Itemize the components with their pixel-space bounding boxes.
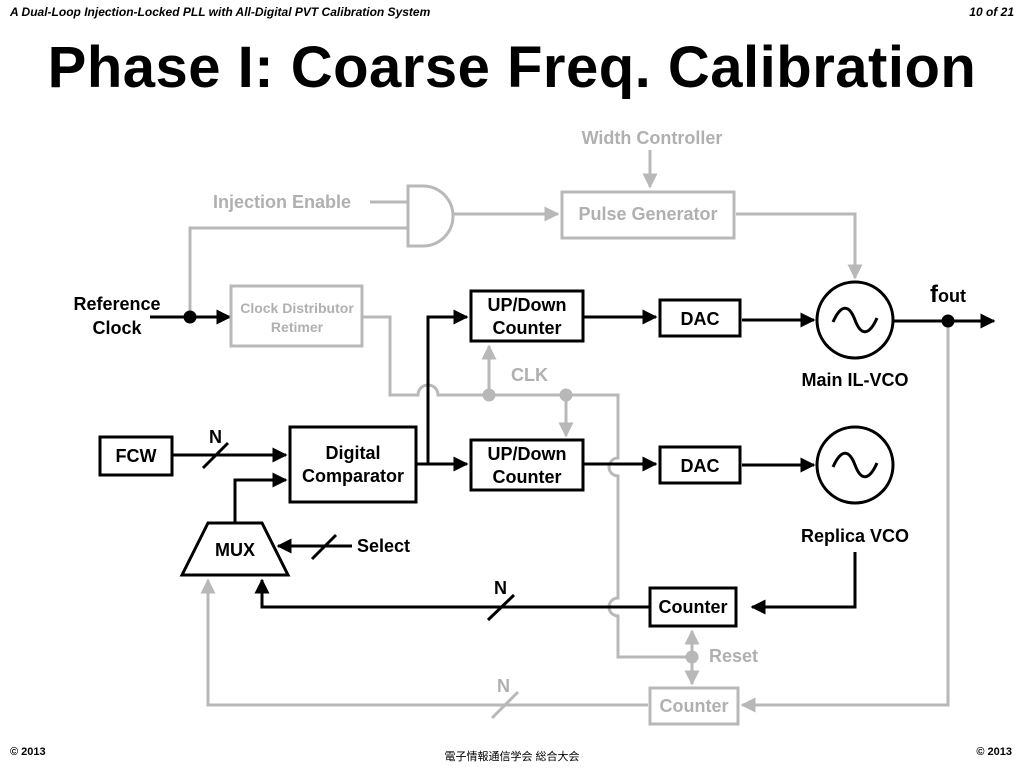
- wire-gray-counter-to-mux: [200, 578, 648, 707]
- wire-comp-to-top-counter: [416, 309, 469, 466]
- reference-clock-label-1: Reference: [73, 294, 160, 314]
- counter-gray-block: [648, 686, 740, 726]
- junction-reset: [685, 650, 699, 664]
- header-title: A Dual-Loop Injection-Locked PLL with Al…: [10, 5, 431, 19]
- mux-label: MUX: [215, 540, 255, 560]
- updown-counter-top-label-1: UP/Down: [488, 295, 567, 315]
- updown-counter-bottom-label-1: UP/Down: [488, 444, 567, 464]
- clock-distributor-label-2: Retimer: [271, 319, 324, 335]
- footer-conference: 電子情報通信学会 総合大会: [444, 751, 580, 763]
- fout-label: fout: [930, 281, 966, 308]
- updown-counter-top-label-2: Counter: [493, 318, 562, 338]
- counter-black-block: [648, 586, 738, 628]
- updown-counter-top-block: [469, 289, 585, 343]
- digital-comparator-label-2: Comparator: [302, 466, 404, 486]
- dac-bottom-label: DAC: [681, 456, 720, 476]
- replica-vco: [815, 425, 895, 505]
- wire-pulse-to-vco: [736, 212, 863, 280]
- footer-copyright-right: © 2013: [976, 746, 1012, 758]
- bus-slash-counter: [486, 593, 516, 622]
- digital-comparator-block: [288, 425, 418, 504]
- pulse-generator-label: Pulse Generator: [578, 204, 717, 224]
- n-fcw-label: N: [209, 427, 222, 447]
- main-vco-label: Main IL-VCO: [802, 370, 909, 390]
- page-number: 10 of 21: [969, 5, 1014, 19]
- fcw-block: [98, 435, 174, 477]
- wire-fout-to-gray-counter: [740, 322, 950, 713]
- select-label: Select: [357, 536, 410, 556]
- junction-clk-left: [482, 388, 496, 402]
- n-gray-label: N: [497, 676, 510, 696]
- wire-mux-to-comparator: [233, 472, 288, 523]
- wire-counter-to-mux: [254, 578, 650, 609]
- clk-label: CLK: [511, 365, 548, 385]
- clock-distributor-label-1: Clock Distributor: [240, 300, 354, 316]
- bus-slash-select: [310, 533, 338, 561]
- reset-label: Reset: [709, 646, 758, 666]
- dac-top-label: DAC: [681, 309, 720, 329]
- dac-top-block: [658, 298, 742, 338]
- injection-enable-label: Injection Enable: [213, 192, 351, 212]
- fcw-label: FCW: [116, 446, 157, 466]
- n-counter-label: N: [494, 578, 507, 598]
- bus-slash-fcw: [201, 441, 230, 470]
- mux-block: [179, 521, 291, 577]
- replica-vco-label: Replica VCO: [801, 526, 909, 546]
- junction-clk-right: [559, 388, 573, 402]
- junction-refclk: [183, 310, 197, 324]
- footer-copyright-left: © 2013: [10, 746, 46, 758]
- updown-counter-bottom-block: [469, 438, 585, 492]
- bus-slash-gray: [490, 690, 520, 720]
- junction-fout: [941, 314, 955, 328]
- clock-distributor-block: [229, 284, 364, 348]
- reference-clock-label-2: Clock: [92, 318, 142, 338]
- width-controller-label: Width Controller: [582, 128, 723, 148]
- counter-gray-label: Counter: [660, 696, 729, 716]
- updown-counter-bottom-label-2: Counter: [493, 467, 562, 487]
- wire-replica-to-counter: [750, 552, 857, 615]
- pulse-generator-block: [560, 190, 736, 240]
- counter-black-label: Counter: [659, 597, 728, 617]
- wire-refclk-to-and: [188, 226, 408, 317]
- and-gate: [406, 184, 455, 248]
- main-vco: [815, 280, 895, 360]
- dac-bottom-block: [658, 445, 742, 485]
- digital-comparator-label-1: Digital: [325, 443, 380, 463]
- slide-title: Phase I: Coarse Freq. Calibration: [47, 35, 977, 100]
